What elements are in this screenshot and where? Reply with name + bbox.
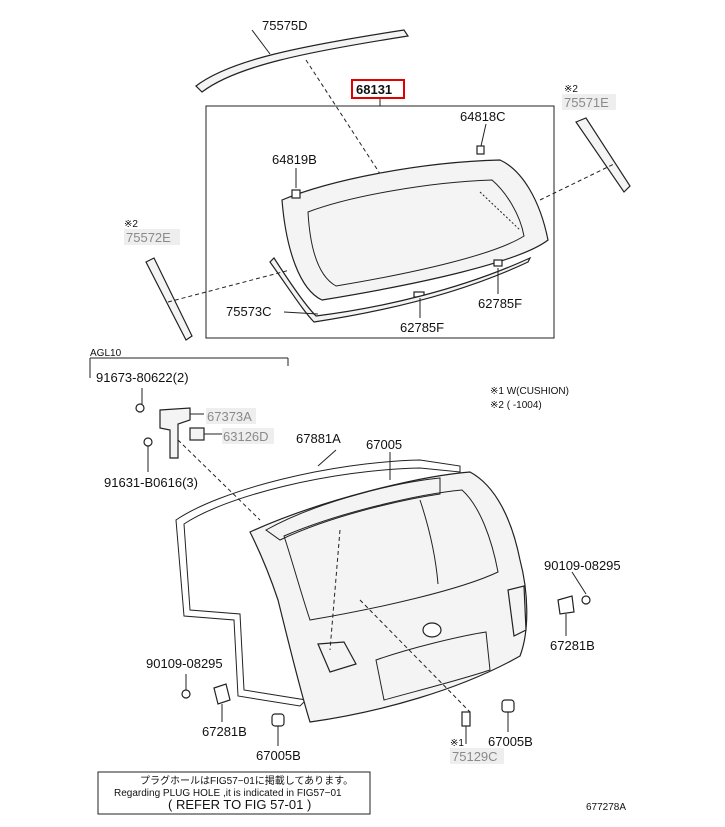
spacer-64819B[interactable] bbox=[291, 189, 301, 199]
label-75129C[interactable]: 75129C bbox=[452, 749, 498, 764]
label-67881A[interactable]: 67881A bbox=[296, 431, 341, 446]
label-agl10: AGL10 bbox=[90, 348, 122, 359]
label-75573C[interactable]: 75573C bbox=[226, 304, 272, 319]
hinge-67373A[interactable] bbox=[159, 407, 191, 459]
label-67373A[interactable]: 67373A bbox=[207, 409, 252, 424]
note-mark-1: ※1 bbox=[450, 738, 464, 749]
legend-note-2: ※2 ( -1004) bbox=[490, 400, 542, 411]
moulding-75571E[interactable] bbox=[575, 117, 631, 193]
label-67005B-right[interactable]: 67005B bbox=[488, 734, 533, 749]
label-75575D[interactable]: 75575D bbox=[262, 18, 308, 33]
label-62785F-a[interactable]: 62785F bbox=[478, 296, 522, 311]
label-67281B-left[interactable]: 67281B bbox=[202, 724, 247, 739]
screw-90109-right[interactable] bbox=[581, 595, 591, 605]
cushion-67005B-right[interactable] bbox=[501, 699, 515, 713]
reference-jp: プラグホールはFIG57−01に掲載してあります。 bbox=[140, 774, 353, 787]
label-63126D[interactable]: 63126D bbox=[223, 429, 269, 444]
stopper-67281B-right[interactable] bbox=[557, 595, 575, 615]
label-91673[interactable]: 91673-80622(2) bbox=[96, 370, 189, 385]
moulding-75575D[interactable] bbox=[195, 29, 410, 93]
label-67281B-right[interactable]: 67281B bbox=[550, 638, 595, 653]
spacer-64818C[interactable] bbox=[476, 145, 485, 155]
label-67005B-left[interactable]: 67005B bbox=[256, 748, 301, 763]
moulding-75572E[interactable] bbox=[145, 257, 193, 341]
clip-62785F-a[interactable] bbox=[493, 259, 503, 267]
stopper-67281B-left[interactable] bbox=[213, 683, 231, 705]
reference-box bbox=[97, 771, 371, 815]
license-recess bbox=[375, 631, 491, 701]
weatherstrip-67881A[interactable] bbox=[175, 459, 461, 707]
note-mark-2a: ※2 bbox=[564, 84, 578, 95]
label-75571E[interactable]: 75571E bbox=[564, 95, 609, 110]
screw-90109-left[interactable] bbox=[181, 689, 191, 699]
label-75572E[interactable]: 75572E bbox=[126, 230, 171, 245]
reference-en: Regarding PLUG HOLE ,it is indicated in … bbox=[114, 788, 342, 799]
bolt-91631[interactable] bbox=[143, 437, 153, 447]
reference-fig[interactable]: ( REFER TO FIG 57-01 ) bbox=[168, 797, 311, 812]
back-door-glass[interactable] bbox=[281, 159, 549, 301]
cushion-75129C[interactable] bbox=[461, 711, 471, 727]
tail-light-right bbox=[507, 585, 527, 637]
cover-63126D[interactable] bbox=[189, 427, 205, 441]
label-68131[interactable]: 68131 bbox=[356, 82, 392, 97]
bolt-91673[interactable] bbox=[135, 403, 145, 413]
moulding-75573C[interactable] bbox=[269, 256, 532, 323]
label-67005[interactable]: 67005 bbox=[366, 437, 402, 452]
label-91631[interactable]: 91631-B0616(3) bbox=[104, 475, 198, 490]
back-door-panel[interactable] bbox=[249, 471, 528, 723]
cushion-67005B-left[interactable] bbox=[271, 713, 285, 727]
tail-light-left bbox=[317, 641, 357, 673]
emblem-circle bbox=[422, 622, 442, 638]
label-90109-left[interactable]: 90109-08295 bbox=[146, 656, 223, 671]
label-64819B[interactable]: 64819B bbox=[272, 152, 317, 167]
highlight-box-68131 bbox=[351, 79, 405, 99]
figure-id: 677278A bbox=[586, 802, 626, 813]
label-90109-right[interactable]: 90109-08295 bbox=[544, 558, 621, 573]
label-64818C[interactable]: 64818C bbox=[460, 109, 506, 124]
legend-note-1: ※1 W(CUSHION) bbox=[490, 386, 569, 397]
label-62785F-b[interactable]: 62785F bbox=[400, 320, 444, 335]
note-mark-2b: ※2 bbox=[124, 219, 138, 230]
